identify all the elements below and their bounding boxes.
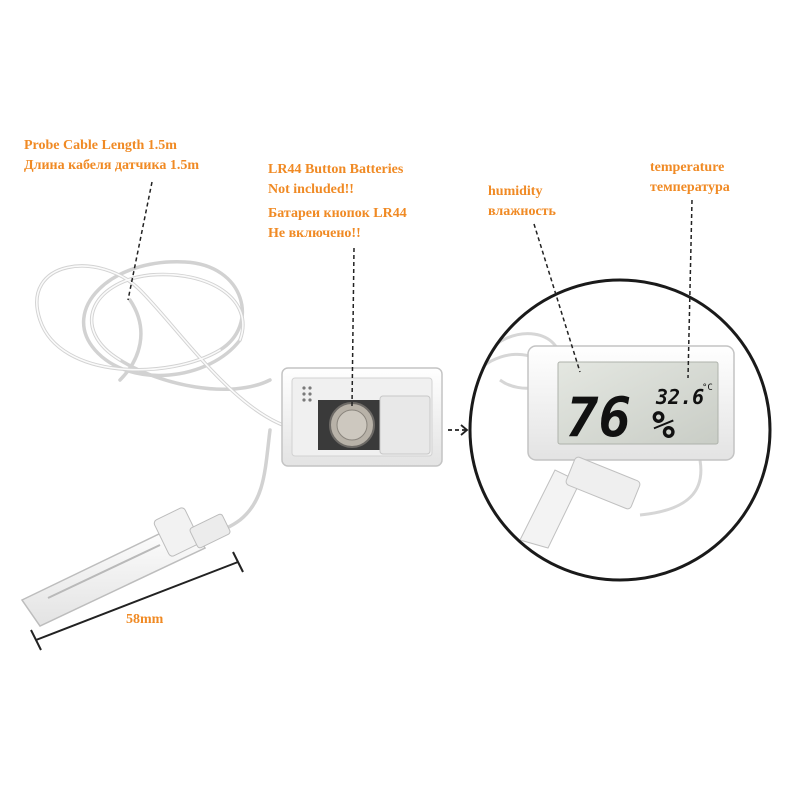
humidity-label-en: humidity xyxy=(488,184,543,199)
humidity-label-ru: влажность xyxy=(488,204,556,219)
coiled-cable xyxy=(35,260,302,537)
probe-cable-label: Probe Cable Length 1.5m Длина кабеля дат… xyxy=(24,136,199,176)
probe-sensor xyxy=(20,507,231,627)
temperature-reading: 32.6 xyxy=(655,385,704,409)
battery-label-en-2: Not included!! xyxy=(268,182,354,197)
magnified-circle xyxy=(468,278,772,582)
humidity-reading: 76 xyxy=(566,386,631,449)
battery-label-ru-2: Не включено!! xyxy=(268,226,361,241)
probe-length-label: 58mm xyxy=(126,612,164,627)
temperature-label-ru: температура xyxy=(650,180,730,195)
probe-cable-label-en: Probe Cable Length 1.5m xyxy=(24,138,177,153)
temperature-label-en: temperature xyxy=(650,160,725,175)
dimension-line xyxy=(35,561,239,641)
battery-label-en-1: LR44 Button Batteries xyxy=(268,162,404,177)
leader-lines xyxy=(127,181,693,407)
temperature-unit: °C xyxy=(702,383,713,393)
battery-label: LR44 Button Batteries Not included!! Бат… xyxy=(268,160,407,244)
battery-label-ru-1: Батареи кнопок LR44 xyxy=(268,206,407,221)
probe-cable-label-ru: Длина кабеля датчика 1.5m xyxy=(24,158,200,173)
humidity-label: humidity влажность xyxy=(488,182,556,222)
temperature-label: temperature температура xyxy=(650,158,730,198)
humidity-unit: % xyxy=(652,403,675,447)
arrow-icon xyxy=(448,424,469,436)
device-back xyxy=(281,367,443,467)
